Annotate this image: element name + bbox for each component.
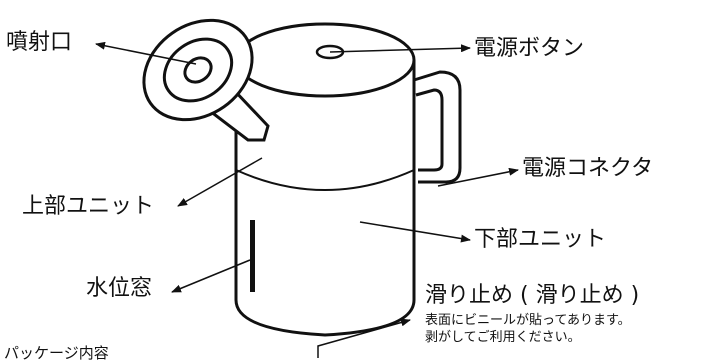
spray-outlet-shape	[142, 18, 270, 142]
handle-shape	[413, 70, 462, 184]
leader-lower-unit	[359, 221, 471, 243]
label-anti-slip-note-2: 剥がしてご利用ください。	[425, 330, 581, 345]
label-upper-unit: 上部ユニット	[22, 194, 155, 219]
label-lower-unit: 下部ユニット	[474, 227, 607, 252]
leader-spray-outlet	[95, 41, 197, 65]
label-power-connector: 電源コネクタ	[522, 156, 654, 181]
label-anti-slip-note-1: 表面にビニールが貼ってあります。	[425, 313, 631, 328]
leader-water-window	[171, 259, 251, 293]
label-power-button: 電源ボタン	[474, 36, 585, 61]
leader-upper-unit	[177, 157, 263, 207]
water-window-shape	[250, 220, 255, 292]
label-package-contents: パッケージ内容	[4, 344, 109, 362]
leader-power-connector	[437, 167, 519, 187]
leader-power-button	[329, 44, 471, 53]
label-water-window: 水位窓	[86, 276, 153, 301]
label-spray-outlet: 噴射口	[6, 30, 73, 55]
device-body	[234, 22, 416, 337]
label-anti-slip: 滑り止め ( 滑り止め )	[425, 283, 640, 308]
unit-seam	[235, 169, 415, 191]
leader-anti-slip	[317, 318, 411, 358]
